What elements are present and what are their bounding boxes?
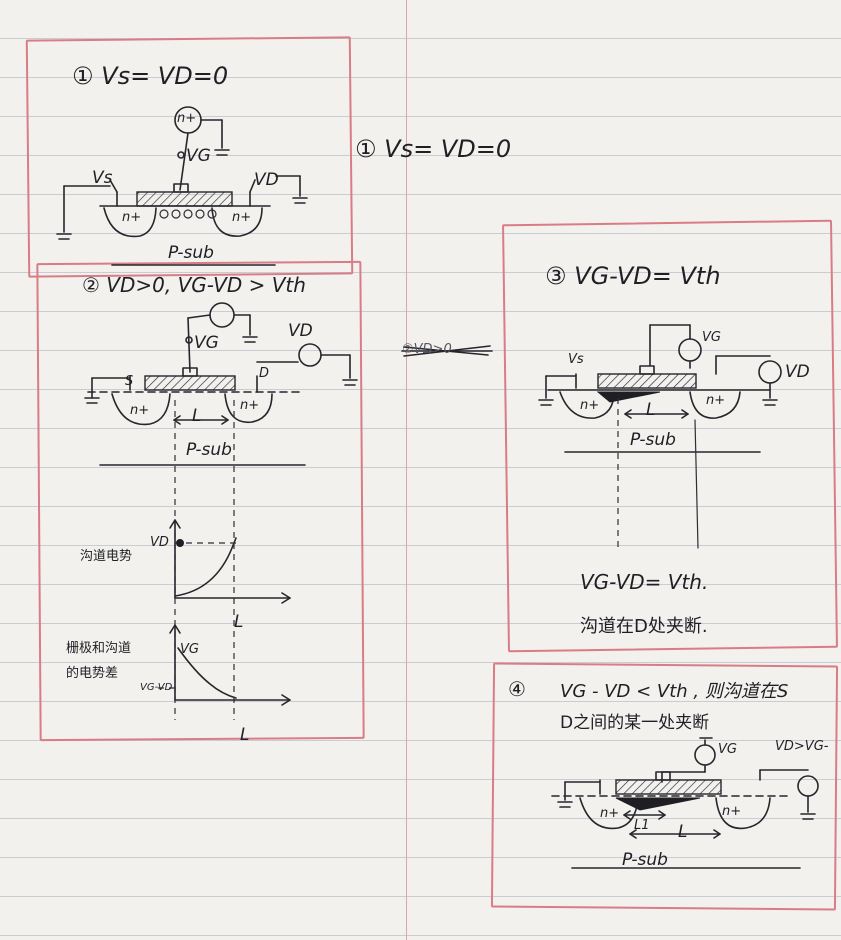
panel2-title: ② VD>0, VG-VD > Vth: [82, 273, 306, 297]
panel4-title-line1: VG - VD < Vth , 则沟道在S: [560, 681, 789, 702]
side-title: ① Vs= VD=0: [355, 135, 512, 163]
panel1-substrate-label: P-sub: [168, 243, 214, 263]
panel4-n-right: n+: [722, 804, 742, 819]
panel2-vd-label: VD: [288, 321, 313, 341]
panel4-vg-label: VG: [718, 742, 737, 757]
panel3-title: ③ VG-VD= Vth: [545, 262, 721, 290]
panel2-length-label: L: [192, 406, 202, 426]
panel4-vd-condition: VD>VG-: [775, 739, 829, 754]
panel2-d-mark: D: [259, 366, 270, 381]
panel4-title-line2: D之间的某一处夹断: [560, 713, 710, 733]
graph2-ylabel-line1: 栅极和沟道: [66, 641, 132, 656]
panel1-mosfet-sketch: [56, 106, 308, 266]
panel1-vd-label: VD: [254, 170, 279, 190]
panel2-mosfet-sketch: [84, 302, 358, 720]
crossed-note: ②VD>0: [402, 342, 452, 357]
graph1-yval: VD: [150, 535, 169, 550]
panel1-gate-source-label: n+: [177, 111, 197, 126]
panel1-vs-label: Vs: [92, 168, 113, 188]
panel3-vd-label: VD: [785, 362, 810, 382]
panel3-length-label: L: [646, 400, 656, 420]
panel1-n-right: n+: [232, 210, 252, 225]
panel4-substrate-label: P-sub: [622, 850, 668, 870]
panel2-substrate-label: P-sub: [186, 440, 232, 460]
graph1-ylabel: 沟道电势: [80, 549, 133, 564]
panel3-n-right: n+: [706, 393, 726, 408]
graph2-xend: L: [240, 725, 250, 745]
panel2-n-left: n+: [130, 403, 150, 418]
graph2-yval: VG: [180, 642, 199, 657]
panel2-s-mark: S: [125, 374, 134, 389]
panel3-conclusion-2: 沟道在D处夹断.: [580, 616, 708, 637]
panel2-vg-label: VG: [194, 333, 219, 353]
panel1-vg-label: VG: [186, 146, 211, 166]
panel3-conclusion-1: VG-VD= Vth.: [580, 570, 709, 594]
panel3-vg-label: VG: [702, 330, 721, 345]
panel4-n-left: n+: [600, 806, 620, 821]
panel3-n-left: n+: [580, 398, 600, 413]
crossed-note-strike: [401, 345, 493, 357]
panel3-substrate-label: P-sub: [630, 430, 676, 450]
panel3-mosfet-sketch: [538, 324, 782, 552]
panel4-mosfet-sketch: [551, 737, 819, 869]
panel4-l1-label: L1: [634, 818, 650, 833]
panel4-title-num: ④: [508, 677, 526, 701]
panel4-length-label: L: [678, 822, 688, 842]
panel2-n-right: n+: [240, 398, 260, 413]
graph2-ylabel-line2: 的电势差: [66, 666, 119, 681]
margin-line: [406, 0, 407, 940]
panel1-title: ① Vs= VD=0: [72, 62, 229, 90]
graph2-yval2: VG-VD: [140, 682, 173, 693]
panel1-n-left: n+: [122, 210, 142, 225]
panel3-vs-label: Vs: [568, 352, 584, 367]
graph1-xend: L: [234, 612, 244, 632]
